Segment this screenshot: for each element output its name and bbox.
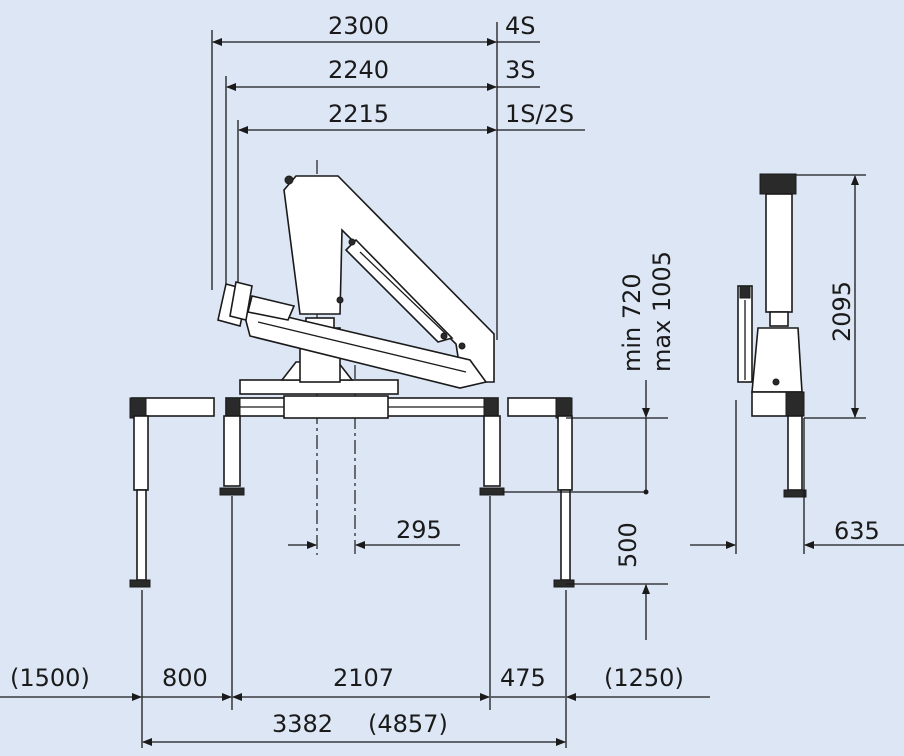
dim-left-extension: (1500) — [10, 664, 90, 692]
label-3s: 3S — [505, 56, 536, 84]
dim-right-leg: 475 — [500, 664, 546, 692]
dim-leg-extension: 500 — [614, 522, 642, 568]
dim-total-span: 3382 — [272, 710, 333, 738]
crane-side-view: 2095 635 — [690, 173, 904, 554]
dim-height-max: max 1005 — [648, 251, 676, 372]
offset-dimension: 295 — [288, 516, 460, 549]
span-dimensions: (1500) 800 2107 475 (1250) 3382 (4857) — [0, 496, 710, 748]
dim-reach-3s: 2240 — [328, 56, 389, 84]
dim-height-min: min 720 — [618, 273, 646, 372]
reach-dimensions: 2300 4S 2240 3S 2215 1S/2S — [211, 12, 585, 340]
dim-folded-height: 2095 — [828, 281, 856, 342]
height-dimensions: min 720 max 1005 500 — [502, 251, 676, 640]
dim-reach-4s: 2300 — [328, 12, 389, 40]
dim-side-width: 635 — [834, 517, 880, 545]
label-1s2s: 1S/2S — [505, 100, 574, 128]
dim-center-span: 2107 — [333, 664, 394, 692]
dim-left-leg: 800 — [162, 664, 208, 692]
dim-reach-1s2s: 2215 — [328, 100, 389, 128]
crane-front-view — [129, 160, 575, 588]
dim-right-extension: (1250) — [604, 664, 684, 692]
dim-offset: 295 — [396, 516, 442, 544]
label-4s: 4S — [505, 12, 536, 40]
dim-total-span-extended: (4857) — [368, 710, 448, 738]
